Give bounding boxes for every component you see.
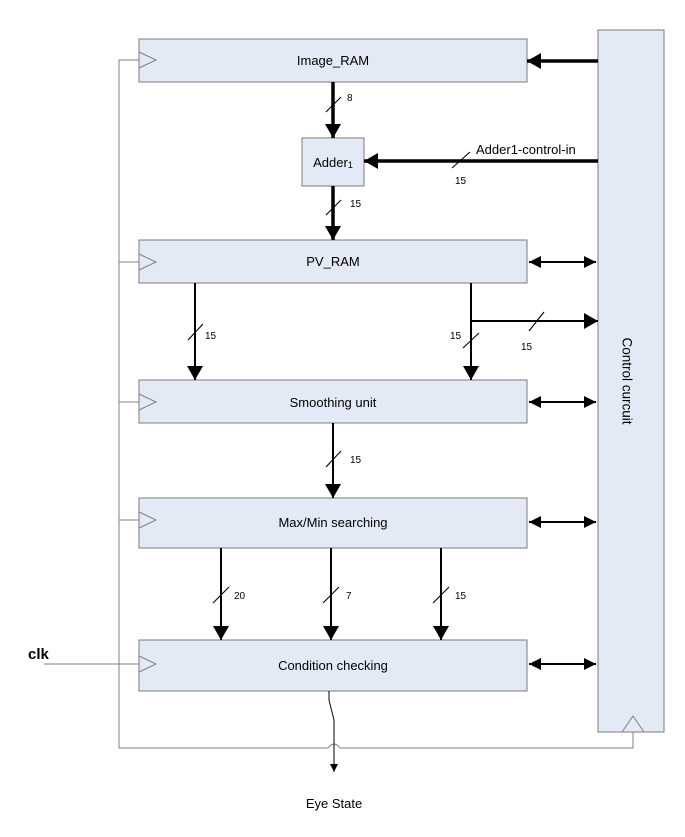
- smoothing-to-maxmin-bus: 15: [325, 423, 362, 498]
- adder-to-pv-ram-bus: 15: [325, 186, 362, 240]
- image-ram-label: Image_RAM: [297, 53, 369, 68]
- adder-control-in-label: Adder1-control-in: [476, 142, 576, 157]
- adder-control-in-bus: 15 Adder1-control-in: [364, 142, 598, 187]
- bus-width-maxmin-c: 15: [455, 591, 467, 602]
- smoothing-unit-block: Smoothing unit: [138, 379, 528, 424]
- bus-width-adder-ctrl: 15: [455, 176, 467, 187]
- maxmin-searching-label: Max/Min searching: [278, 515, 387, 530]
- maxmin-to-condition-bus-b: 7: [322, 548, 352, 640]
- pv-ram-to-smoothing-right-bus: 15 15: [450, 283, 598, 380]
- control-circuit-block: Control curcuit: [597, 29, 665, 733]
- pv-ram-block: PV_RAM: [138, 239, 528, 284]
- pv-ram-to-smoothing-left-bus: 15: [187, 283, 217, 380]
- adder-label: Adder1: [313, 155, 353, 170]
- clock-distribution-lines: clk: [28, 59, 634, 749]
- eye-state-label: Eye State: [306, 796, 362, 811]
- bus-width-pv-control: 15: [521, 342, 533, 353]
- image-ram-block: Image_RAM: [138, 38, 528, 83]
- smoothing-unit-label: Smoothing unit: [290, 395, 377, 410]
- bus-width-smooth-maxmin: 15: [350, 455, 362, 466]
- maxmin-to-condition-bus-a: 20: [212, 548, 246, 640]
- clk-label: clk: [28, 646, 50, 663]
- pv-ram-label: PV_RAM: [306, 254, 359, 269]
- bus-width-pv-left: 15: [205, 331, 217, 342]
- bus-width-maxmin-a: 20: [234, 591, 246, 602]
- image-ram-to-adder-bus: 8: [325, 82, 353, 138]
- condition-checking-label: Condition checking: [278, 658, 388, 673]
- condition-checking-block: Condition checking: [138, 639, 528, 692]
- eye-state-output: Eye State: [306, 691, 362, 811]
- bus-width-pv-right: 15: [450, 331, 462, 342]
- bus-width-adder-pv: 15: [350, 199, 362, 210]
- maxmin-searching-block: Max/Min searching: [138, 497, 528, 549]
- adder-block: Adder1: [301, 137, 365, 187]
- bus-width-ram-adder: 8: [347, 93, 353, 104]
- maxmin-to-condition-bus-c: 15: [432, 548, 467, 640]
- bus-width-maxmin-b: 7: [346, 591, 352, 602]
- control-circuit-label: Control curcuit: [619, 337, 634, 424]
